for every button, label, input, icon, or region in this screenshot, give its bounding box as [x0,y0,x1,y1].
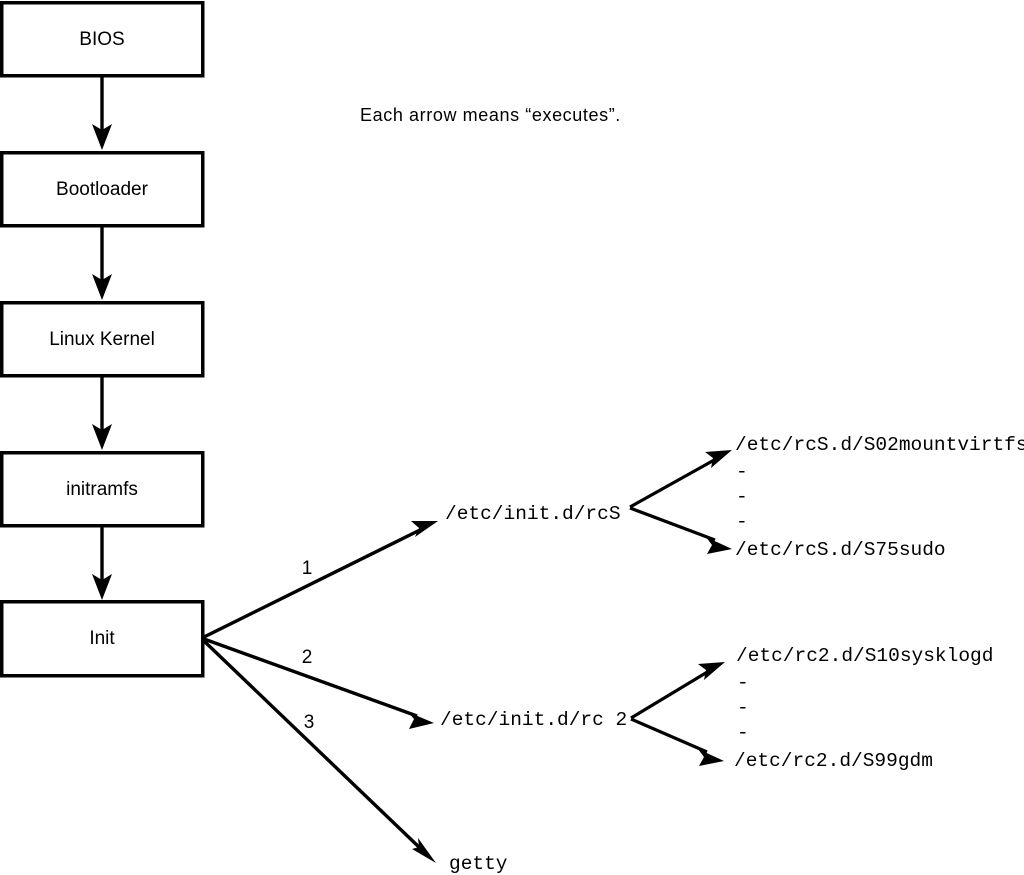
script-label-rc2-first[interactable]: /etc/rc2.d/S10sysklogd [736,645,993,667]
bootloader-box-label: Bootloader [56,179,149,200]
branch-number-3: 3 [304,712,315,733]
linux-kernel-box-rect [0,301,205,378]
process-box-init[interactable]: Init [0,600,205,678]
script-ellipsis-rc2-2: - [737,697,749,719]
target-label-rcS[interactable]: /etc/init.d/rcS [445,503,621,525]
bootloader-box-rect [0,151,205,228]
fan-rcS-scripts [629,450,732,554]
script-label-rcS-first[interactable]: /etc/rcS.d/S02mountvirtfs [735,434,1024,456]
arrow-init-to-rc2 [203,637,434,729]
linux-kernel-box-label: Linux Kernel [49,329,155,350]
target-label-rc2[interactable]: /etc/init.d/rc 2 [440,709,627,731]
script-label-rc2-last[interactable]: /etc/rc2.d/S99gdm [734,750,933,772]
arrow-initramfs-to-init [92,526,112,600]
process-box-bios[interactable]: BIOS [0,1,205,78]
fan-rc2-scripts [630,662,725,766]
script-label-rcS-last[interactable]: /etc/rcS.d/S75sudo [735,539,946,561]
arrow-kernel-to-initramfs [92,376,112,450]
initramfs-box-label: initramfs [66,479,138,500]
process-box-bootloader[interactable]: Bootloader [0,151,205,228]
arrow-bios-to-bootloader [92,76,112,150]
initramfs-box-rect [0,451,205,528]
branch-number-1: 1 [302,558,313,579]
script-ellipsis-rc2-3: - [737,722,749,744]
script-ellipsis-rc2-1: - [737,672,749,694]
script-ellipsis-rcS-3: - [736,511,748,533]
process-box-linux-kernel[interactable]: Linux Kernel [0,301,205,378]
init-box-label: Init [89,628,115,649]
arrow-init-to-rcS [203,521,438,639]
process-box-initramfs[interactable]: initramfs [0,451,205,528]
bios-box-label: BIOS [79,29,124,50]
script-ellipsis-rcS-1: - [736,461,748,483]
init-box-rect [0,600,205,678]
branch-number-2: 2 [302,647,313,668]
arrow-bootloader-to-kernel [92,226,112,300]
arrow-init-to-getty [202,639,436,863]
bios-box-rect [0,1,205,78]
script-ellipsis-rcS-2: - [736,486,748,508]
legend-note: Each arrow means “executes”. [360,105,621,125]
target-label-getty[interactable]: getty [449,853,508,875]
